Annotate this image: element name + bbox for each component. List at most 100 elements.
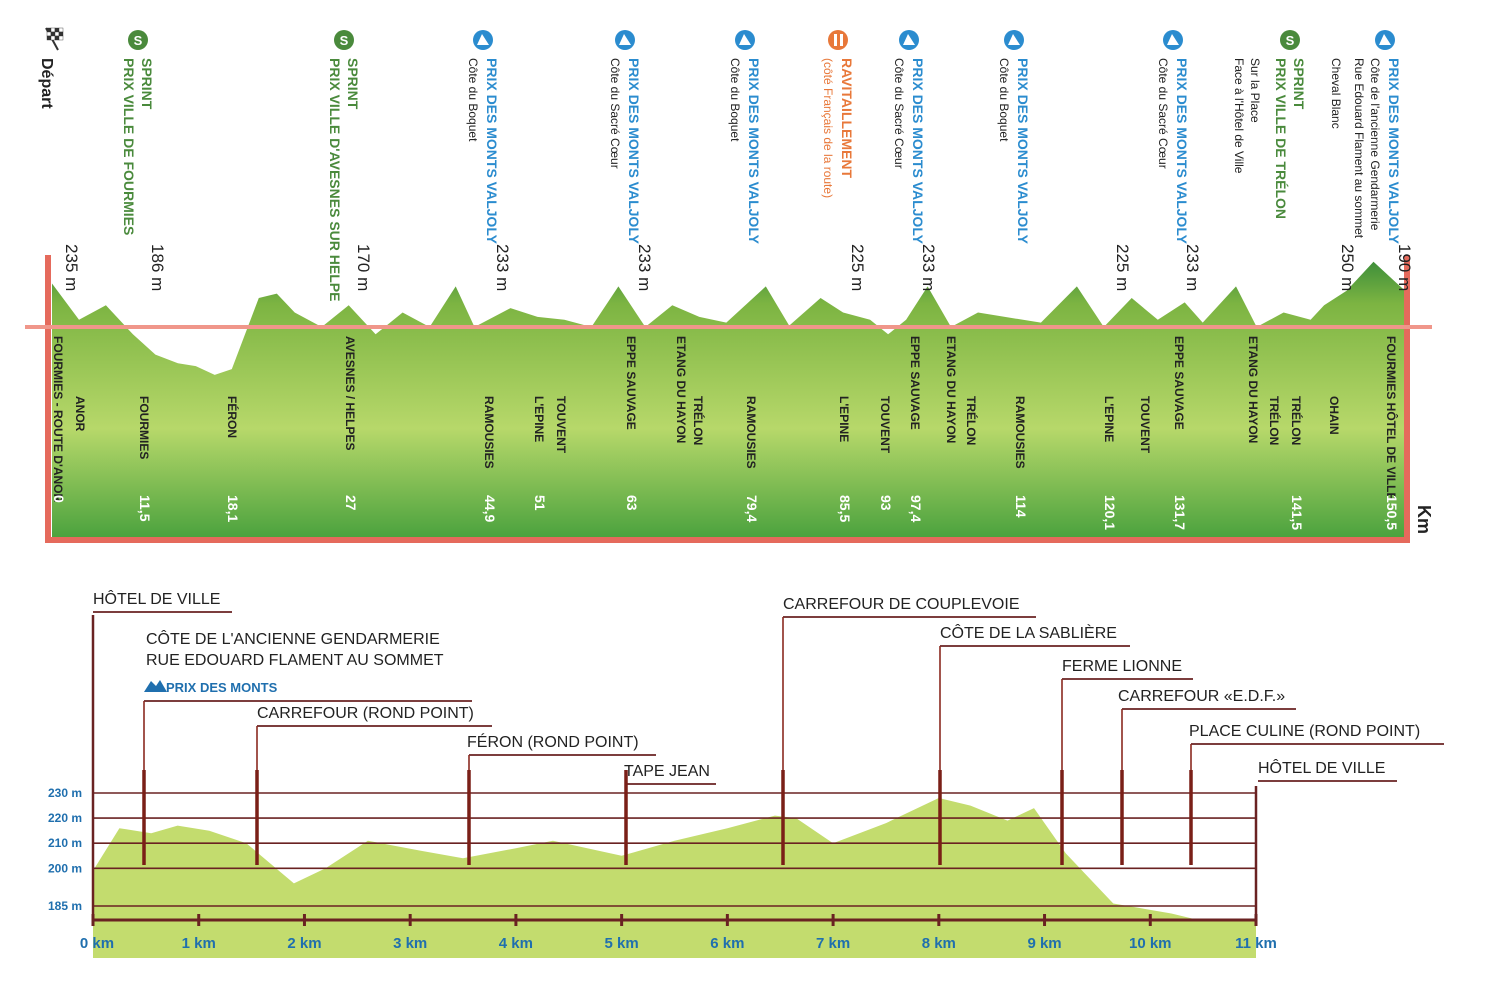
point-title: PRIX DES MONTS VALJOLY bbox=[746, 58, 762, 245]
location-marker: CARREFOUR (ROND POINT) bbox=[255, 705, 492, 865]
point-subtitle: PRIX VILLE DE TRÉLON bbox=[1273, 58, 1289, 219]
location-marker: CÔTE DE LA SABLIÈRE bbox=[938, 623, 1130, 865]
marker-label: TAPE JEAN bbox=[624, 763, 710, 780]
route-point: PRIX DES MONTS VALJOLY Côte du Boquet 233 … bbox=[466, 30, 512, 522]
point-subtitle: Côte du Boquet bbox=[997, 58, 1011, 142]
km-label: 93 bbox=[878, 495, 894, 511]
km-label: 11,5 bbox=[137, 495, 153, 522]
point-title: SPRINT bbox=[345, 58, 361, 110]
y-tick-label: 200 m bbox=[48, 861, 82, 875]
town-label: EPPE SAUVAGE bbox=[1172, 336, 1186, 430]
km-label: 79,4 bbox=[744, 495, 760, 522]
marker-label: PLACE CULINE (ROND POINT) bbox=[1189, 723, 1420, 740]
town-label: AVESNES / HELPES bbox=[343, 336, 357, 450]
marker-label: HÔTEL DE VILLE bbox=[1258, 758, 1385, 777]
route-point: FÉRON 18,1 bbox=[225, 396, 241, 522]
sprint-s-icon: S bbox=[334, 30, 354, 50]
axis-band bbox=[93, 920, 1256, 958]
altitude-label: 186 m bbox=[148, 244, 167, 291]
km-label: 131,7 bbox=[1172, 495, 1188, 530]
point-title: RAVITAILLEMENT bbox=[839, 58, 855, 178]
sprint-s-icon: S bbox=[128, 30, 148, 50]
point-title: PRIX DES MONTS VALJOLY bbox=[484, 58, 500, 245]
route-point: TRÉLON bbox=[691, 396, 706, 445]
km-label: 141,5 bbox=[1289, 495, 1305, 530]
km-label: 150,5 bbox=[1384, 495, 1400, 530]
km-label: 120,1 bbox=[1102, 495, 1118, 530]
marker-label: CÔTE DE LA SABLIÈRE bbox=[940, 623, 1117, 642]
town-label: L'EPINE bbox=[837, 396, 851, 442]
town-label: L'EPINE bbox=[1102, 396, 1116, 442]
location-marker: FÉRON (ROND POINT) bbox=[467, 732, 656, 865]
location-marker: CARREFOUR DE COUPLEVOIE bbox=[781, 596, 1036, 865]
point-title: SPRINT bbox=[139, 58, 155, 110]
point-subtitle: Côte du Boquet bbox=[466, 58, 480, 142]
feed-zone-icon bbox=[828, 30, 848, 50]
altitude-label: 233 m bbox=[493, 244, 512, 291]
point-subtitle: PRIX VILLE DE FOURMIES bbox=[121, 58, 137, 235]
x-tick-label: 2 km bbox=[287, 935, 321, 952]
route-point: ETANG DU HAYON bbox=[674, 336, 688, 443]
y-tick-label: 220 m bbox=[48, 811, 82, 825]
prix-des-monts-badge: PRIX DES MONTS bbox=[144, 680, 278, 695]
km-label: 18,1 bbox=[225, 495, 241, 522]
location-marker: PLACE CULINE (ROND POINT) bbox=[1189, 723, 1444, 865]
route-point: TRÉLON bbox=[964, 396, 979, 445]
point-subtitle-2: Face à l'Hôtel de Ville bbox=[1232, 58, 1246, 174]
point-title: PRIX DES MONTS VALJOLY bbox=[910, 58, 926, 245]
x-tick-label: 5 km bbox=[605, 935, 639, 952]
mountain-icon bbox=[1163, 30, 1183, 50]
x-tick-label: 3 km bbox=[393, 935, 427, 952]
marker-label: FÉRON (ROND POINT) bbox=[467, 732, 639, 751]
mountain-icon bbox=[735, 30, 755, 50]
marker-label: FERME LIONNE bbox=[1062, 658, 1182, 675]
marker-label: CARREFOUR (ROND POINT) bbox=[257, 705, 474, 722]
point-subtitle: PRIX VILLE D'AVESNES SUR HELPE bbox=[327, 58, 343, 301]
town-label: FOURMIES bbox=[137, 396, 151, 459]
x-tick-label: 7 km bbox=[816, 935, 850, 952]
svg-text:S: S bbox=[1286, 33, 1295, 48]
svg-text:S: S bbox=[340, 33, 349, 48]
x-tick-label: 1 km bbox=[182, 935, 216, 952]
km-label: 44,9 bbox=[482, 495, 498, 522]
location-marker: TAPE JEAN bbox=[624, 763, 716, 865]
town-label: RAMOUSIES bbox=[1013, 396, 1027, 469]
overview-profile-area bbox=[52, 261, 1405, 540]
marker-label: RUE EDOUARD FLAMENT AU SOMMET bbox=[146, 652, 444, 669]
location-marker: FERME LIONNE bbox=[1060, 658, 1193, 865]
route-point: TOUVENT bbox=[554, 396, 568, 454]
town-label: FÉRON bbox=[225, 396, 240, 438]
km-label: 0 bbox=[51, 495, 67, 503]
km-label: 27 bbox=[343, 495, 359, 511]
town-label: TRÉLON bbox=[964, 396, 979, 445]
altitude-label: 170 m bbox=[354, 244, 373, 291]
town-label: ETANG DU HAYON bbox=[944, 336, 958, 443]
altitude-label: 233 m bbox=[919, 244, 938, 291]
altitude-label: 250 m bbox=[1338, 244, 1357, 291]
town-label: TOUVENT bbox=[554, 396, 568, 454]
marker-label: CARREFOUR «E.D.F.» bbox=[1118, 688, 1285, 705]
km-label: 63 bbox=[624, 495, 640, 511]
mountain-icon bbox=[144, 680, 167, 692]
x-tick-label: 9 km bbox=[1027, 935, 1061, 952]
route-point: TOUVENT bbox=[1138, 396, 1152, 454]
town-label: OHAIN bbox=[1327, 396, 1341, 435]
x-tick-label: 4 km bbox=[499, 935, 533, 952]
svg-text:S: S bbox=[134, 33, 143, 48]
point-subtitle: Côte du Sacré Cœur bbox=[1156, 58, 1170, 169]
marker-label: HÔTEL DE VILLE bbox=[93, 589, 220, 608]
x-tick-label: 10 km bbox=[1129, 935, 1172, 952]
mountain-icon bbox=[1004, 30, 1024, 50]
town-label: TRÉLON bbox=[1267, 396, 1282, 445]
y-tick-label: 185 m bbox=[48, 899, 82, 913]
y-tick-label: 230 m bbox=[48, 786, 82, 800]
